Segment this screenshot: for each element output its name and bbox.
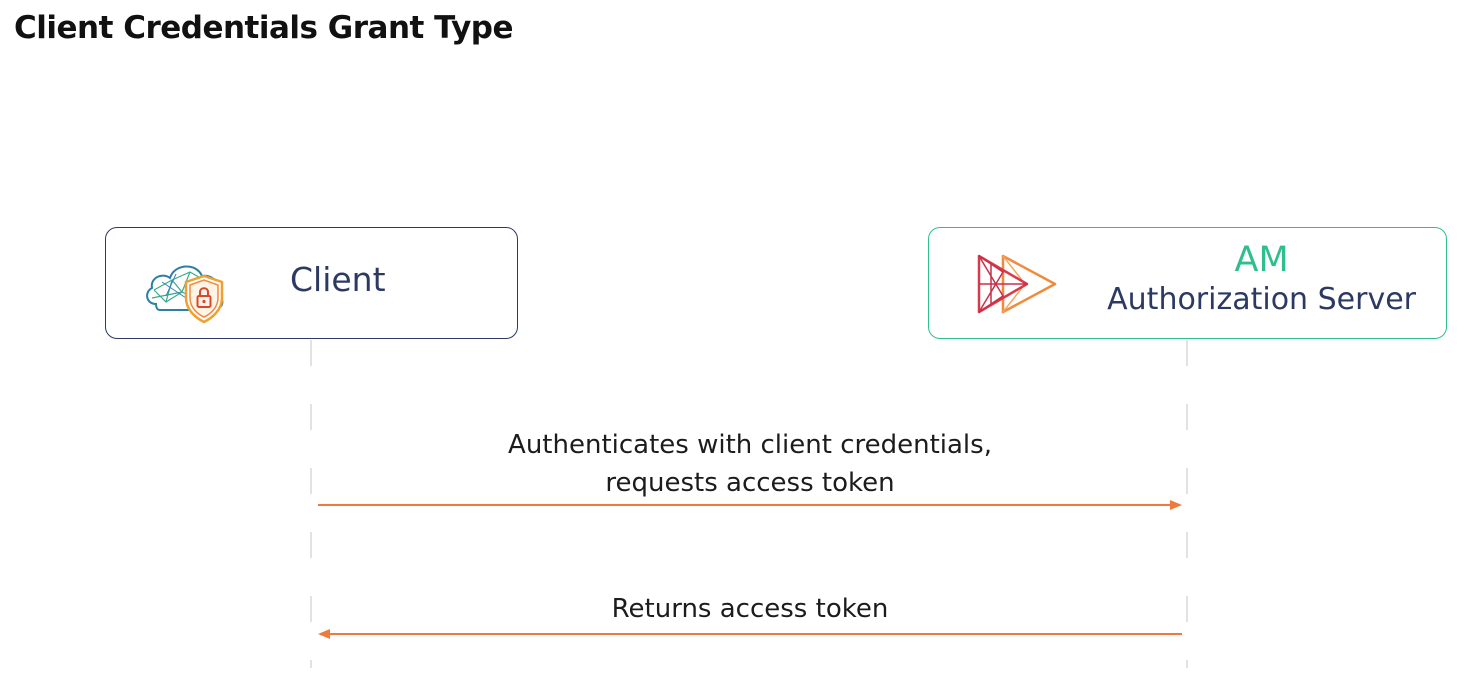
page-title: Client Credentials Grant Type [14,10,514,46]
server-abbreviation: AM [1234,240,1289,280]
server-title-group: AM Authorization Server [1107,240,1416,320]
client-participant-box: Client [105,227,518,339]
response-message-label: Returns access token [480,590,1020,628]
cloud-shield-lock-icon [146,265,224,324]
request-message-line-1: Authenticates with client credentials, [508,430,992,460]
response-message-line-1: Returns access token [611,594,889,624]
request-message-label: Authenticates with client credentials, r… [480,426,1020,502]
client-label: Client [290,260,386,299]
request-message-line-2: requests access token [605,468,895,498]
server-label: Authorization Server [1107,282,1416,317]
server-participant-box: AM Authorization Server [928,227,1447,339]
chevron-triangles-logo-icon [977,254,1057,314]
